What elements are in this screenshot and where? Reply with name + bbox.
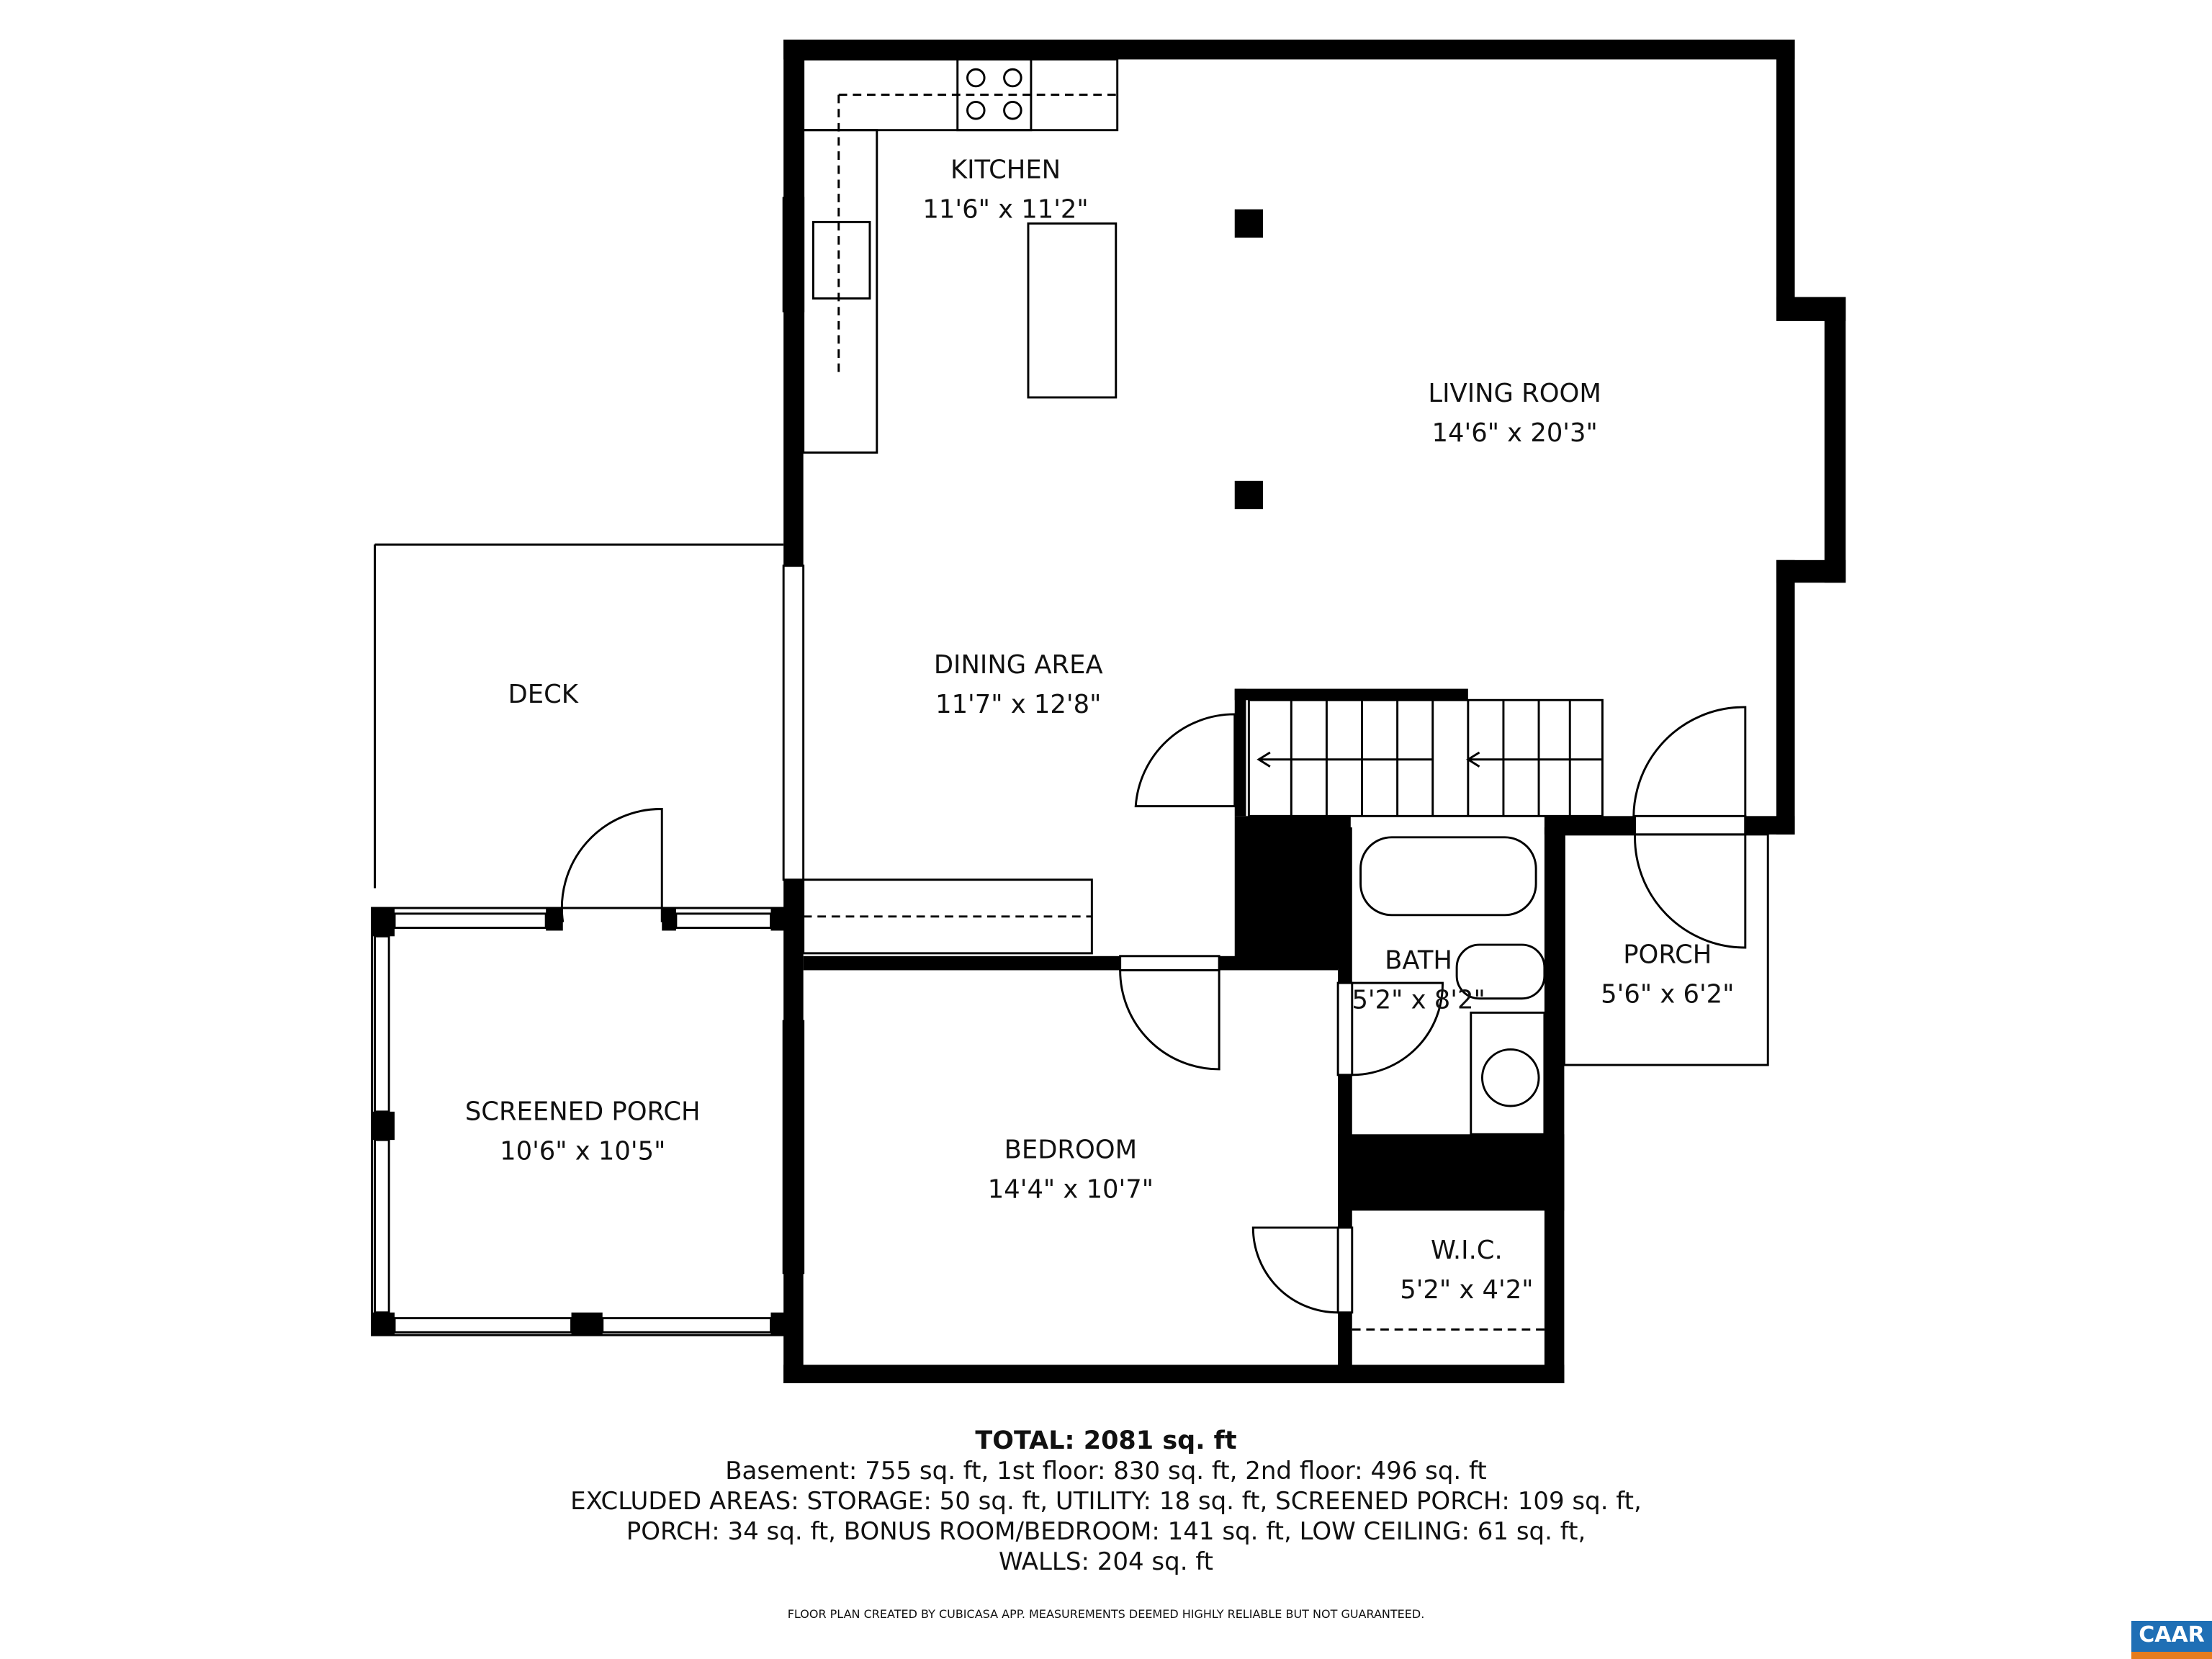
area-summary: TOTAL: 2081 sq. ft Basement: 755 sq. ft,… — [0, 1426, 2212, 1577]
kitchen-label: KITCHEN — [950, 155, 1061, 184]
living-room-label: LIVING ROOM — [1428, 379, 1601, 408]
dining-dims: 11'7" x 12'8" — [935, 690, 1101, 719]
porch-dims: 5'6" x 6'2" — [1601, 980, 1734, 1010]
bath-dims: 5'2" x 8'2" — [1352, 985, 1485, 1015]
walls — [372, 39, 1846, 1383]
deck-label: DECK — [508, 680, 579, 709]
wic-label: W.I.C. — [1431, 1236, 1503, 1265]
logo-text: CAAR — [2139, 1622, 2205, 1647]
bath-label: BATH — [1385, 945, 1452, 975]
disclaimer: FLOOR PLAN CREATED BY CUBICASA APP. MEAS… — [787, 1607, 1425, 1621]
porch-label: PORCH — [1623, 940, 1712, 970]
excluded-areas-line-1: EXCLUDED AREAS: STORAGE: 50 sq. ft, UTIL… — [570, 1487, 1642, 1516]
total-area: TOTAL: 2081 sq. ft — [975, 1426, 1237, 1455]
dining-label: DINING AREA — [934, 650, 1103, 680]
wic-dims: 5'2" x 4'2" — [1400, 1275, 1533, 1305]
screened-porch-dims: 10'6" x 10'5" — [500, 1137, 665, 1166]
floor-areas: Basement: 755 sq. ft, 1st floor: 830 sq.… — [725, 1457, 1487, 1485]
kitchen-dims: 11'6" x 11'2" — [922, 194, 1088, 224]
bedroom-label: BEDROOM — [1004, 1136, 1138, 1165]
living-room-dims: 14'6" x 20'3" — [1432, 418, 1598, 448]
walls-area: WALLS: 204 sq. ft — [998, 1547, 1214, 1576]
screened-porch-label: SCREENED PORCH — [465, 1097, 701, 1127]
room-labels: KITCHEN 11'6" x 11'2" LIVING ROOM 14'6" … — [465, 155, 1735, 1305]
caar-logo: CAAR — [2131, 1621, 2212, 1659]
bedroom-dims: 14'4" x 10'7" — [988, 1175, 1154, 1205]
excluded-areas-line-2: PORCH: 34 sq. ft, BONUS ROOM/BEDROOM: 14… — [626, 1517, 1586, 1546]
fixtures — [371, 58, 1845, 1336]
